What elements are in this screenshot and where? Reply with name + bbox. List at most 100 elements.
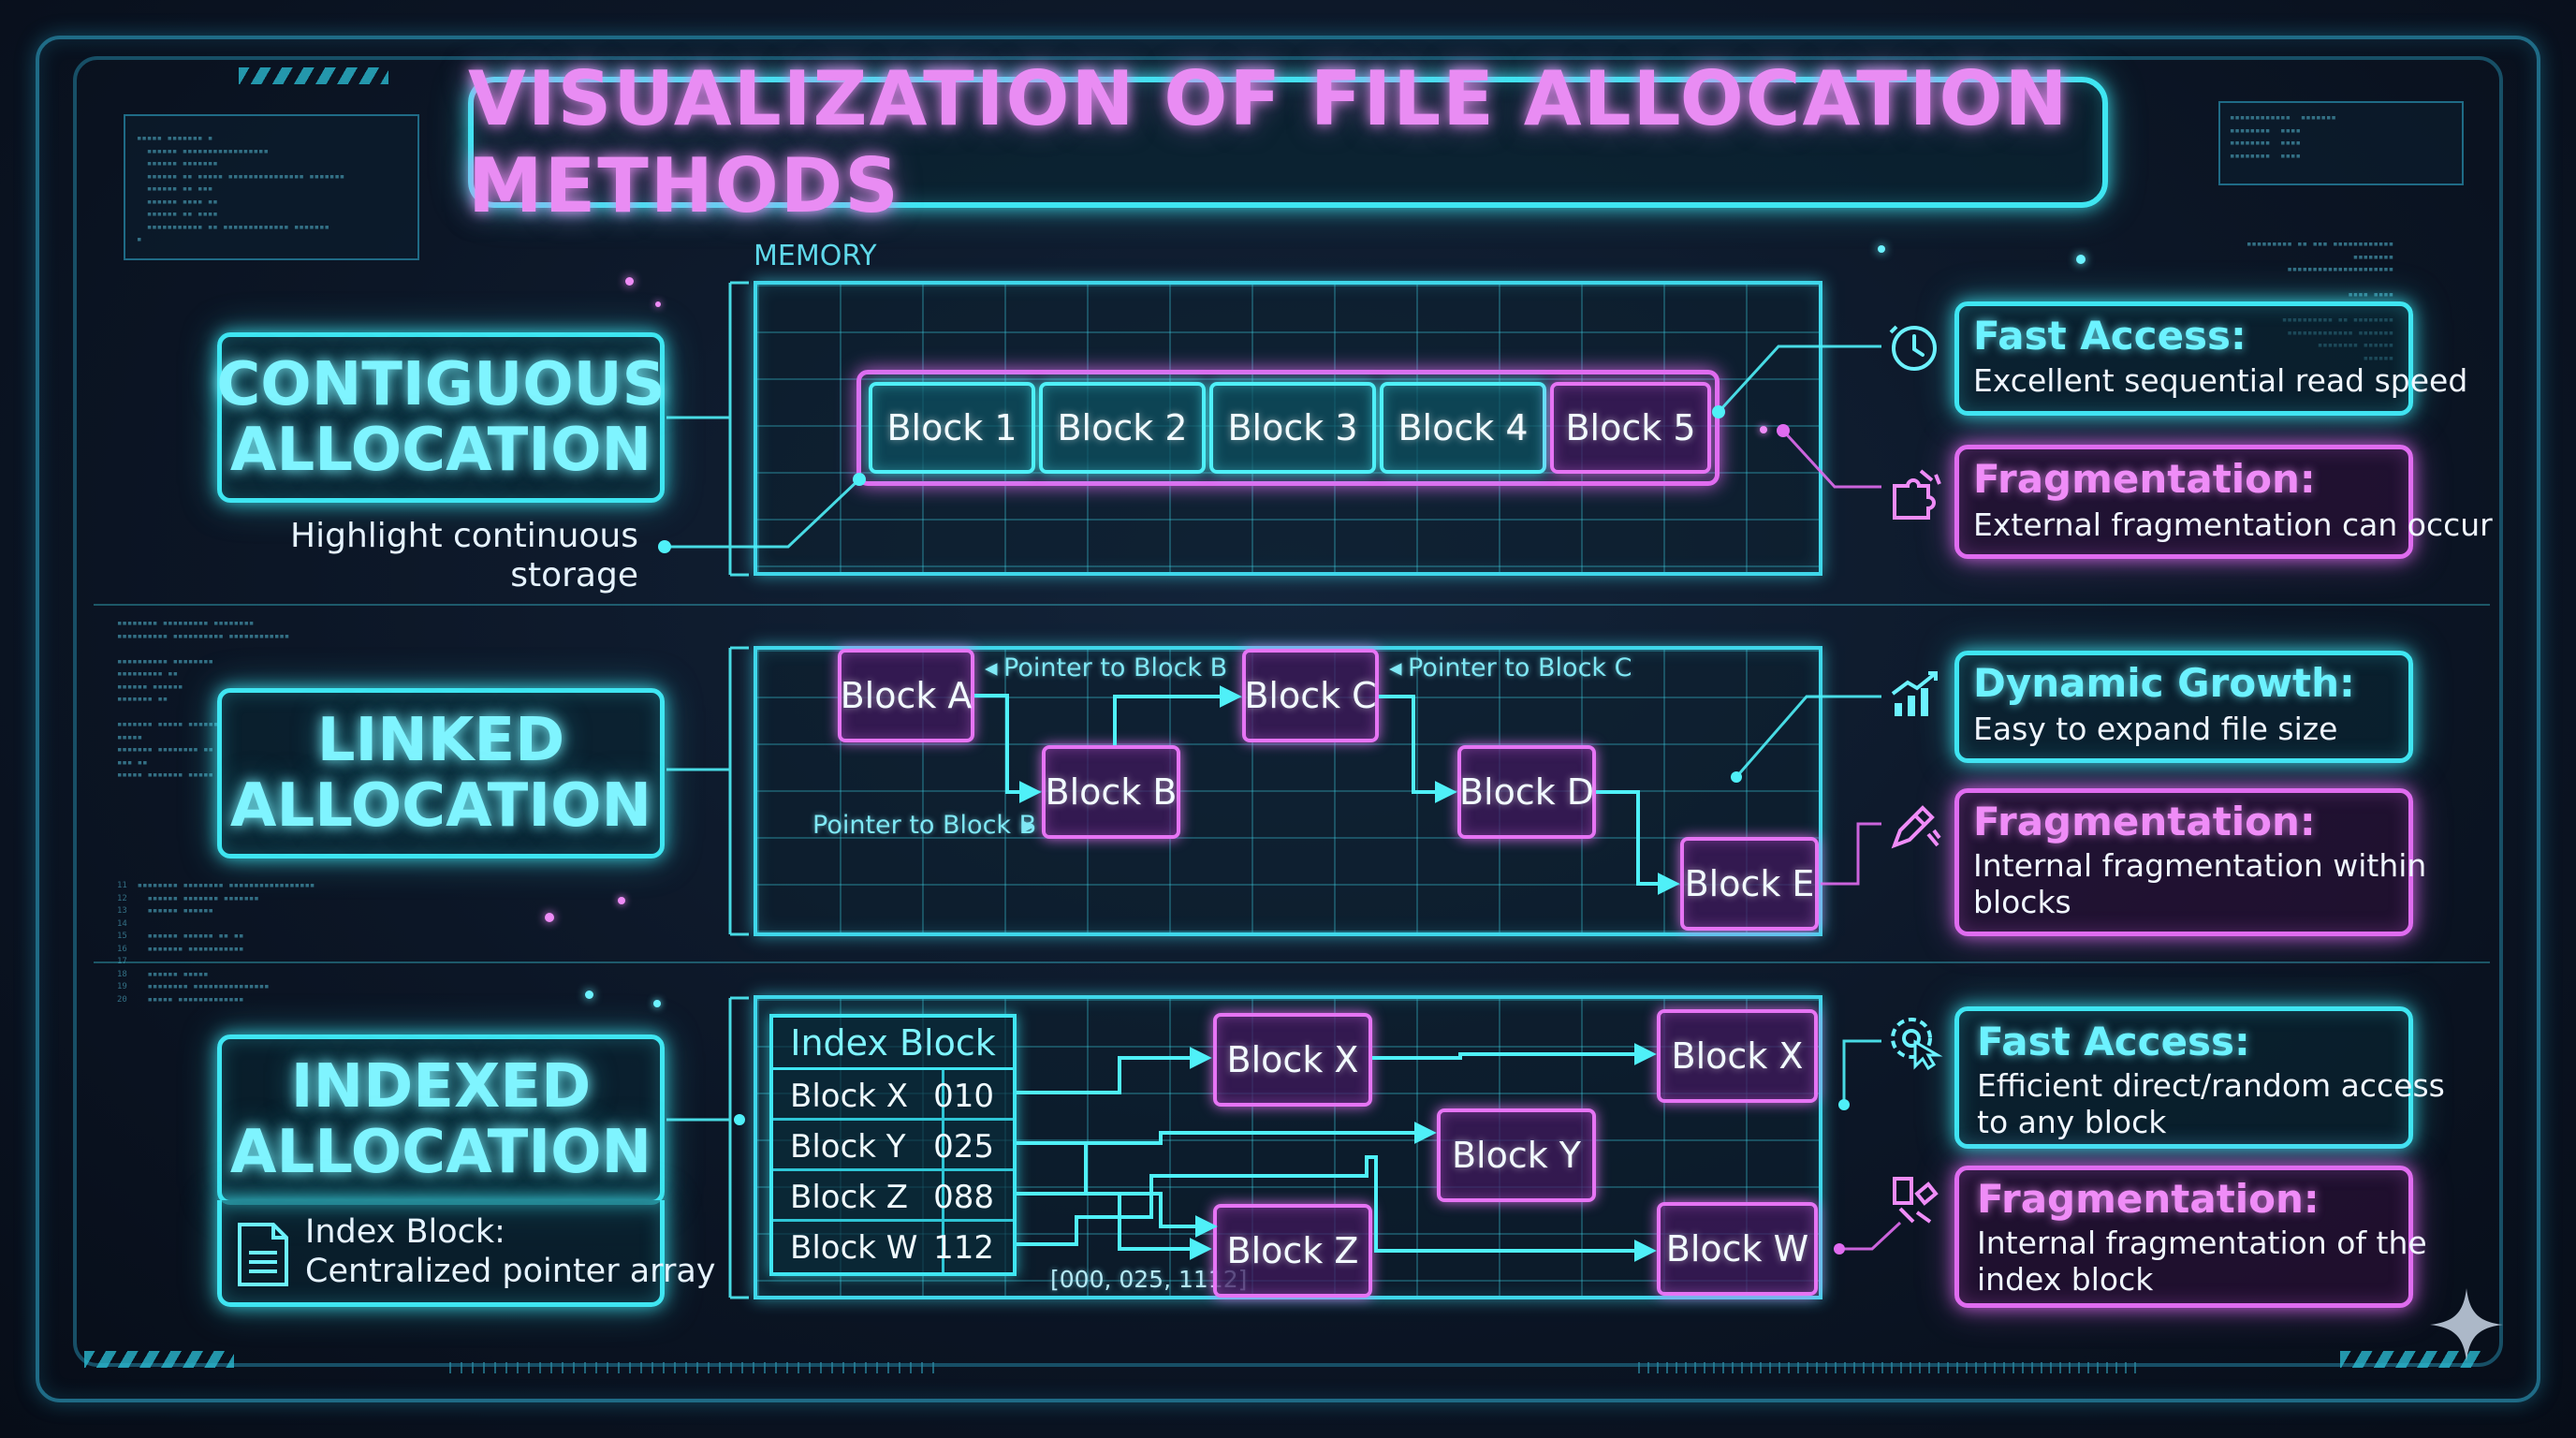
indexed-note-panel [217, 1200, 665, 1307]
connector-node [1838, 1099, 1850, 1110]
connector-node [1834, 1243, 1845, 1255]
bracket-line [666, 281, 749, 577]
code-panel-top-right: ▪▪▪▪▪▪▪▪▪▪▪▪ ▪▪▪▪▪▪▪▪▪▪▪▪▪▪▪ ▪▪▪▪▪▪▪▪▪▪▪… [2218, 101, 2464, 185]
contiguous-block: Block 2 [1039, 382, 1206, 474]
contiguous-fast-access-panel [1954, 301, 2413, 416]
code-panel-text: ▪▪▪▪▪ ▪▪▪▪▪▪▪ ▪ ▪▪▪▪▪▪ ▪▪▪▪▪▪▪▪▪▪▪▪▪▪▪▪▪… [137, 134, 345, 244]
info-heading: Fast Access: [1977, 1019, 2250, 1064]
contiguous-block: Block 1 [869, 382, 1035, 474]
pointer-label: Pointer to Block B [812, 811, 1037, 840]
index-row-key: Block W [790, 1229, 918, 1267]
contiguous-title-text: CONTIGUOUS ALLOCATION [216, 349, 666, 485]
index-block-table: Index Block Block X 010 Block Y 025 Bloc… [769, 1014, 1017, 1276]
link-arrow [974, 694, 1042, 803]
contiguous-block: Block 3 [1209, 382, 1376, 474]
section-divider [94, 961, 2490, 963]
code-panel-text: ▪▪▪▪▪▪▪▪▪▪▪▪ ▪▪▪▪▪▪▪▪▪▪▪▪▪▪▪ ▪▪▪▪▪▪▪▪▪▪▪… [2230, 113, 2336, 161]
code-panel-top-left: ▪▪▪▪▪ ▪▪▪▪▪▪▪ ▪ ▪▪▪▪▪▪ ▪▪▪▪▪▪▪▪▪▪▪▪▪▪▪▪▪… [124, 114, 419, 260]
connector-node [1731, 771, 1742, 783]
glow-dot [618, 897, 625, 904]
glow-dot [625, 277, 634, 286]
bottom-ruler [449, 1362, 936, 1373]
connector-node [658, 540, 671, 553]
info-heading: Fragmentation: [1973, 456, 2316, 502]
indexed-title: INDEXED ALLOCATION [217, 1034, 665, 1205]
fragment-pieces-icon [1886, 1170, 1944, 1228]
linked-block-e: Block E [1680, 837, 1819, 931]
glow-dot [1878, 245, 1885, 253]
link-arrow [1113, 685, 1242, 745]
index-row: Block W 112 [773, 1222, 1013, 1272]
linked-title-text: LINKED ALLOCATION [229, 705, 652, 841]
linked-block-b: Block B [1042, 745, 1180, 839]
linked-block-a: Block A [838, 649, 974, 742]
glow-dot [653, 1000, 661, 1007]
broken-pencil-icon [1886, 796, 1944, 854]
connector-node [734, 1114, 745, 1125]
memory-label: MEMORY [754, 240, 877, 272]
connector-node [853, 473, 866, 486]
linked-title: LINKED ALLOCATION [217, 688, 665, 858]
info-connector [1781, 429, 1881, 489]
hazard-stripes-top-left [239, 67, 388, 84]
glow-dot [2076, 255, 2086, 264]
index-row-key: Block X [790, 1078, 909, 1115]
bottom-ruler [1638, 1362, 2144, 1373]
info-heading: Fast Access: [1973, 313, 2247, 359]
info-heading: Fragmentation: [1973, 799, 2316, 844]
index-arrow [1084, 1143, 1218, 1238]
pointer-arrowhead: ▸ [1022, 811, 1035, 840]
indexed-note-text: Index Block: Centralized pointer array [305, 1213, 716, 1290]
index-arrow [1017, 1192, 1212, 1260]
info-connector [1717, 345, 1881, 414]
indexed-block-x-2: Block X [1657, 1009, 1818, 1103]
linked-block-d: Block D [1457, 745, 1596, 839]
glow-dot [1760, 426, 1767, 433]
index-row-value: 088 [933, 1179, 994, 1216]
linked-block-c: Block C [1242, 649, 1379, 742]
pointer-label: Pointer to Block B [1003, 653, 1228, 682]
contiguous-title-panel [217, 332, 665, 503]
linked-title-panel [217, 688, 665, 858]
contiguous-caption-text: Highlight continuous storage [290, 517, 638, 595]
index-row-value: 010 [933, 1078, 994, 1115]
index-row-divider [942, 1121, 944, 1168]
index-row-value: 025 [933, 1128, 994, 1166]
caption-pointer-line [665, 477, 861, 549]
link-arrow [1596, 790, 1680, 895]
info-connector [1842, 1039, 1881, 1105]
index-row-value: 112 [933, 1229, 994, 1267]
contiguous-block-group [856, 370, 1720, 486]
contiguous-block: Block 4 [1380, 382, 1546, 474]
pointer-arrowhead: ◂ [985, 653, 998, 682]
info-heading: Dynamic Growth: [1973, 660, 2355, 706]
document-icon [232, 1219, 294, 1290]
indexed-title-text: INDEXED ALLOCATION [229, 1051, 652, 1187]
info-text: External fragmentation can occur [1973, 506, 2493, 543]
indexed-note: Index Block: Centralized pointer array [305, 1212, 716, 1291]
indexed-fast-access-panel [1954, 1006, 2413, 1149]
index-row-divider [942, 1070, 944, 1118]
contiguous-title: CONTIGUOUS ALLOCATION [216, 332, 666, 503]
index-arrow [1017, 1047, 1212, 1094]
hazard-stripes-bottom-right [2340, 1351, 2481, 1368]
index-row-key: Block Y [790, 1128, 906, 1166]
broken-puzzle-icon [1886, 466, 1944, 524]
pointer-arrowhead: ◂ [1389, 653, 1402, 682]
indexed-block-w: Block W [1657, 1202, 1818, 1296]
info-text: Easy to expand file size [1973, 711, 2338, 747]
side-log-left-lower: 11 ▪▪▪▪▪▪▪▪ ▪▪▪▪▪▪▪▪ ▪▪▪▪▪▪▪▪▪▪▪▪▪▪▪▪▪12… [117, 881, 315, 1005]
index-row: Block Y 025 [773, 1121, 1013, 1171]
bracket-line [666, 996, 749, 1299]
indexed-title-panel [217, 1034, 665, 1205]
index-block-header: Index Block [773, 1018, 1013, 1070]
index-arrow [1017, 1155, 1657, 1262]
info-text: Efficient direct/random access to any bl… [1977, 1067, 2445, 1140]
inner-frame [73, 56, 2503, 1367]
index-row-divider [942, 1171, 944, 1219]
growth-chart-icon [1886, 665, 1944, 723]
pointer-label: Pointer to Block C [1408, 653, 1632, 682]
index-row-divider [942, 1222, 944, 1272]
contiguous-fragmentation-panel [1954, 445, 2413, 559]
